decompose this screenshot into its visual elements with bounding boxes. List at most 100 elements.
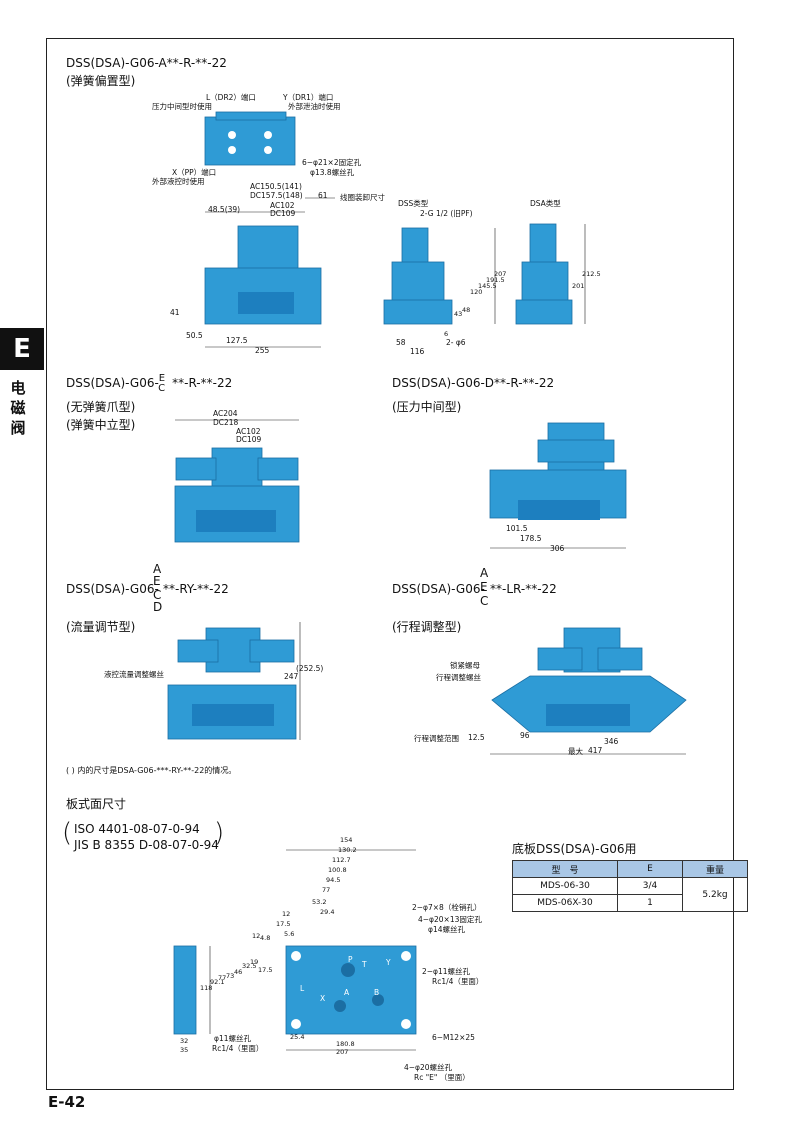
valve-top-view <box>204 111 296 166</box>
section2-title-prefix: DSS(DSA)-G06- <box>66 376 159 390</box>
port-p: P <box>348 955 353 964</box>
valve-side-dsa <box>515 223 586 325</box>
stroke-range-label: 行程调整范围 <box>414 734 459 743</box>
port-y: Y <box>386 958 391 967</box>
dim-247: 247 <box>284 672 299 681</box>
dim-ac2: AC102 <box>270 201 295 210</box>
section5-letter-a: A <box>480 566 489 580</box>
flow-screw-label: 液控流量调整螺丝 <box>104 670 164 679</box>
section5-title-suffix: **-LR-**-22 <box>490 582 557 596</box>
l-port-note: 压力中间型时使用 <box>152 102 212 111</box>
mount-left-73: 73 <box>226 972 235 980</box>
mount-dim-5: 5.6 <box>284 930 295 938</box>
table-row: MDS-06X-30 1 <box>512 894 748 912</box>
port-g-label: 2-G 1/2 (旧PF) <box>420 209 473 218</box>
dim-2phi6: 2- φ6 <box>446 338 466 347</box>
mount-title: 板式面尺寸 <box>66 797 127 811</box>
page-frame <box>46 38 734 1090</box>
mount-p11b: φ11螺丝孔 <box>214 1034 251 1043</box>
dim-41: 41 <box>170 308 180 317</box>
mount-p20: 4−φ20螺丝孔 <box>404 1063 453 1072</box>
dim-dc2: DC109 <box>270 209 296 218</box>
mount-pin-holes: 2−φ7×8（栓销孔） <box>412 903 482 912</box>
section4-letter-d: D <box>153 600 163 614</box>
section2-title-c: C <box>158 383 166 394</box>
section4-title-prefix: DSS(DSA)-G06- <box>66 582 159 596</box>
mount-dim-77: 77 <box>322 886 331 894</box>
table-cell: MDS-06-30 <box>512 877 618 895</box>
section5-letter-c: C <box>480 594 489 608</box>
chapter-label: 电磁阀 <box>10 379 26 437</box>
section4-title-suffix: **-RY-**-22 <box>163 582 229 596</box>
mount-dim-207: 207 <box>336 1048 349 1056</box>
port-b: B <box>374 988 380 997</box>
table-row: MDS-06-30 3/4 5.2kg <box>512 877 748 912</box>
mount-fix-holes: 4−φ20×13固定孔 <box>418 915 482 924</box>
dim-48b: 48 <box>462 306 471 314</box>
chapter-letter: E <box>13 334 31 364</box>
dim-96: 96 <box>520 731 530 740</box>
mount-rc14b: Rc1/4（里面） <box>212 1044 264 1053</box>
mount-p11: 2−φ11螺丝孔 <box>422 967 471 976</box>
port-a: A <box>344 988 350 997</box>
col-weight: 重量 <box>682 860 748 878</box>
mount-left-77: 77 <box>218 974 227 982</box>
screw-holes-label: φ13.8螺丝孔 <box>310 168 355 177</box>
section2-title-e: E <box>158 373 166 384</box>
mount-screw14: φ14螺丝孔 <box>428 925 465 934</box>
valve-flow-control <box>167 622 301 740</box>
dim-dc218: DC218 <box>213 418 239 427</box>
mount-rce: Rc "E" （里面） <box>414 1073 470 1082</box>
mount-dim-12: 12 <box>282 910 291 918</box>
dim-43: 43 <box>454 310 463 318</box>
section4-letter-e: E <box>153 574 161 588</box>
section2-subtitle2: (弹簧中立型) <box>66 418 136 432</box>
port-t: T <box>362 960 367 969</box>
dss-type-label: DSS类型 <box>398 199 429 208</box>
dim-dc1: DC157.5(148) <box>250 191 303 200</box>
mount-left-46: 46 <box>234 968 243 976</box>
dim-191: 191.5 <box>486 276 505 284</box>
table-header-row: 型 号 E 重量 <box>512 860 748 878</box>
dim-252: (252.5) <box>296 664 324 673</box>
fix-holes-label: 6−φ21×2固定孔 <box>302 158 362 167</box>
col-model: 型 号 <box>512 860 618 878</box>
dsa-type-label: DSA类型 <box>530 199 561 208</box>
section4-letter-c: C <box>153 588 162 602</box>
chapter-tab: E <box>0 328 44 370</box>
valve-front-view <box>204 197 335 348</box>
mount-left-19: 19 <box>250 958 259 966</box>
section2-subtitle1: (无弹簧爪型) <box>66 400 136 414</box>
section1-title: DSS(DSA)-G06-A**-R-**-22 <box>66 56 227 70</box>
dim-101: 101.5 <box>506 524 528 533</box>
col-e: E <box>617 860 683 878</box>
y-port-label: Y（DR1）端口 <box>283 93 334 102</box>
section5-subtitle: (行程调整型) <box>392 620 462 634</box>
mount-dim-32: 32 <box>180 1037 189 1045</box>
section2-title-suffix: **-R-**-22 <box>172 376 233 390</box>
l-port-label: L（DR2）端口 <box>206 93 256 102</box>
mount-m12: 6−M12×25 <box>432 1033 475 1042</box>
section5-title-prefix: DSS(DSA)-G06- <box>392 582 485 596</box>
iso-standard: ISO 4401-08-07-0-94 <box>74 822 200 836</box>
dim-max: 最大 <box>568 747 583 756</box>
dim-212: 212.5 <box>582 270 601 278</box>
bracket-left: ( <box>62 818 73 848</box>
base-plate-table: 型 号 E 重量 MDS-06-30 3/4 5.2kg MDS-06X-30 … <box>512 860 748 912</box>
mount-dim-112: 112.7 <box>332 856 351 864</box>
lock-nut-label: 锁紧螺母 <box>450 661 480 670</box>
mount-left-32: 32.5 <box>242 962 257 970</box>
mount-left-92: 92.1 <box>210 978 225 986</box>
page-number: E-42 <box>48 1093 86 1111</box>
x-port-note: 外部液控时使用 <box>152 177 205 186</box>
mount-dim-35: 35 <box>180 1046 189 1054</box>
dim-12-5: 12.5 <box>468 733 485 742</box>
section4-letter-a: A <box>153 562 162 576</box>
dim-145: 145.5 <box>478 282 497 290</box>
mount-face-drawing <box>173 849 417 1051</box>
mount-left-118: 118 <box>200 984 213 992</box>
section3-title: DSS(DSA)-G06-D**-R-**-22 <box>392 376 555 390</box>
mount-dim-100: 100.8 <box>328 866 347 874</box>
y-port-note: 外部泄油时使用 <box>288 102 341 111</box>
